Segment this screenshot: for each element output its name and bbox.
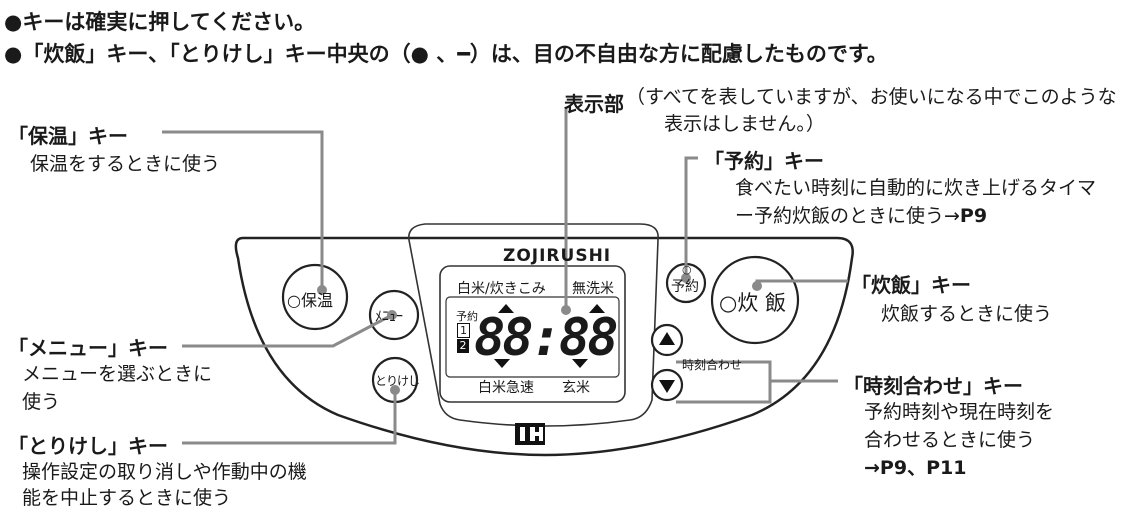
triangle-marker-icon [572,359,588,368]
hoon-button-shape [281,263,349,331]
triangle-marker-icon [589,304,605,313]
time-set-label: 時刻合わせ [682,358,743,372]
lcd-top-left-label: 白米/炊きこみ [457,281,546,297]
triangle-marker-icon [498,304,514,313]
yoyaku-desc-line2-text: ー予約炊飯のときに使う→ [735,205,960,227]
triangle-marker-icon [494,359,510,368]
menu-desc-line1: メニューを選ぶときに [22,363,213,385]
up-arrow-icon [659,332,675,345]
leader-yoyaku [684,156,698,280]
display-desc-line1: （すべてを表していますが、お使いになる中でこのような [626,86,1117,108]
yoyaku-desc-line2: ー予約炊飯のときに使う→P9 [735,202,987,230]
lcd-num2: 2 [457,339,469,353]
lcd-screen [445,296,620,378]
lcd-num1: 1 [457,323,470,338]
brand-logo: ZOJIRUSHI [503,246,612,266]
suihan-button-shape [710,255,800,345]
yoyaku-page-ref: P9 [959,205,988,227]
hoon-key[interactable]: ○保温 [287,291,333,310]
leader-hoon [162,130,324,290]
suihan-key[interactable]: ○炊 飯 [719,291,786,315]
note-2: ●「炊飯」キー、「とりけし」キー中央の（● 、━）は、目の不自由な方に配慮したも… [4,42,888,66]
jikoku-title: 「時刻合わせ」キー [843,374,1023,398]
yoyaku-key-mark: ○ [682,263,692,276]
lcd-bottom-left-label: 白米急速 [478,380,534,396]
leader-jikoku [676,379,838,404]
jikoku-desc-line3: →P9、P11 [864,457,967,479]
down-arrow-icon [659,380,675,393]
inner-plate [408,223,659,427]
down-key[interactable] [650,368,684,402]
torikeshi-key[interactable]: とりけし [375,374,420,388]
yoyaku-title: 「予約」キー [704,149,824,173]
torikeshi-title: 「とりけし」キー [8,434,168,458]
yoyaku-desc-line1: 食べたい時刻に自動的に炊き上げるタイマ [735,177,1097,199]
menu-title: 「メニュー」キー [8,336,168,360]
display-desc-line2: 表示はしません。） [664,113,825,135]
leader-jikoku-up [676,360,772,381]
leader-torikeshi [182,390,397,445]
lcd-bottom-right-label: 玄米 [562,380,590,396]
jikoku-desc-line2: 合わせるときに使う [864,429,1036,451]
suihan-desc: 炊飯するときに使う [881,303,1053,325]
jikoku-desc-line1: 予約時刻や現在時刻を [864,401,1055,423]
menu-desc-line2: 使う [22,391,61,413]
leader-menu [182,313,393,348]
lcd-top-right-label: 無洗米 [572,281,614,297]
lcd-yoyaku-label: 予約 [456,310,478,323]
note-1: ●キーは確実に押してください。 [4,10,316,34]
yoyaku-key[interactable]: 予約 [671,279,699,295]
hoon-title: 「保温」キー [8,124,128,148]
hoon-desc: 保温をするときに使う [30,153,221,175]
suihan-title: 「炊飯」キー [851,273,971,297]
up-key[interactable] [650,325,684,359]
display-title: 表示部 [564,92,624,116]
torikeshi-desc-line1: 操作設定の取り消しや作動中の機 [22,461,307,483]
menu-key[interactable]: ﾒﾆｭｰ [375,309,403,325]
lcd-digits: 88:88 [474,308,619,368]
torikeshi-desc-line2: 能を中止するときに使う [22,487,232,509]
